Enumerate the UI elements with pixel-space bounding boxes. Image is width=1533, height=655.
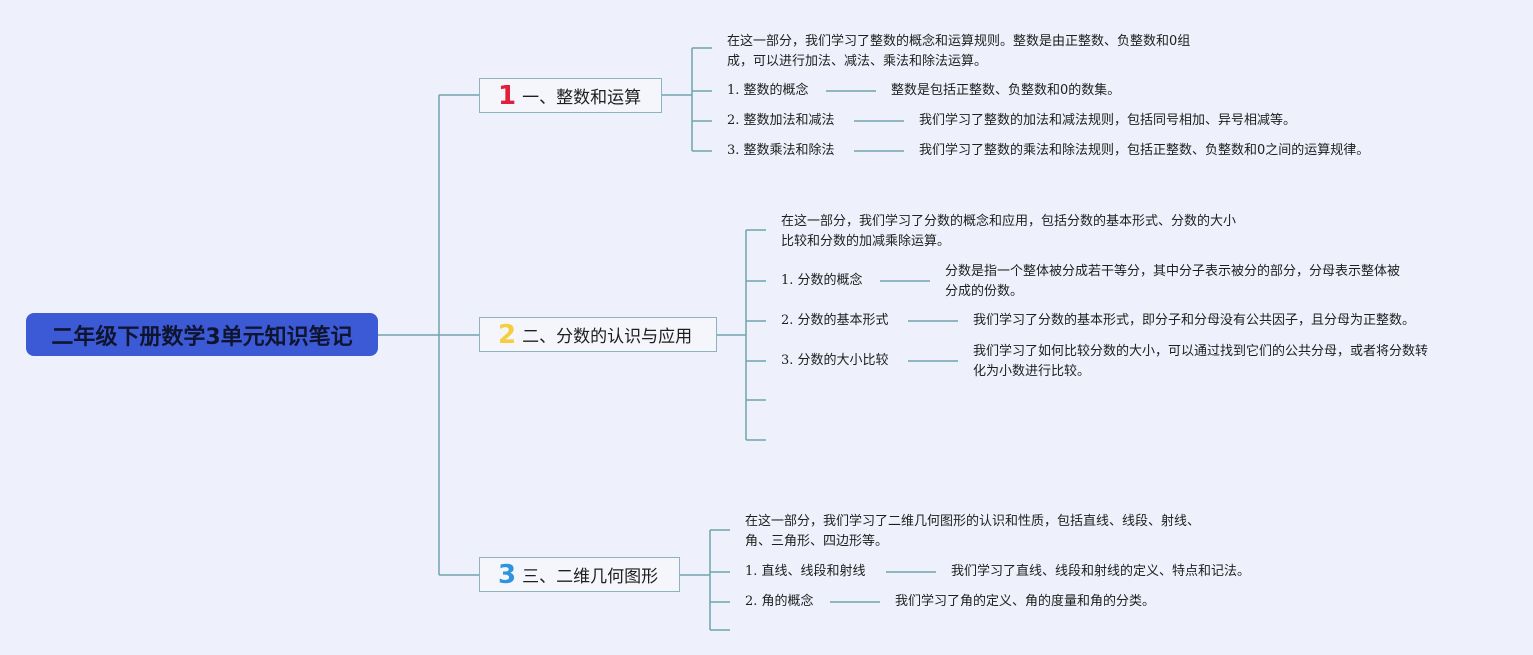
number-3-icon: 3 [498,559,517,590]
subtopic-label[interactable]: 1. 整数的概念 [727,83,809,98]
topic-title: 一、整数和运算 [522,88,642,108]
topic-fractions[interactable]: 2 二、分数的认识与应用 [479,317,717,352]
section-intro: 在这一部分，我们学习了二维几何图形的认识和性质，包括直线、线段、射线、 角、三角… [745,514,1201,549]
subtopic-desc: 我们学习了整数的乘法和除法规则，包括正整数、负整数和0之间的运算规律。 [919,143,1370,158]
number-2-icon: 2 [498,319,517,350]
subtopic-label[interactable]: 3. 分数的大小比较 [781,353,889,368]
subtopic-desc: 分数是指一个整体被分成若干等分，其中分子表示被分的部分，分母表示整体被 分成的份… [945,264,1401,299]
subtopic-label[interactable]: 1. 直线、线段和射线 [745,564,866,579]
subtopic-desc: 我们学习了角的定义、角的度量和角的分类。 [895,594,1156,609]
topic-geometry[interactable]: 3 三、二维几何图形 [479,557,680,592]
subtopic-desc: 我们学习了分数的基本形式，即分子和分母没有公共因子，且分母为正整数。 [973,313,1416,328]
subtopic-label[interactable]: 2. 分数的基本形式 [781,313,889,328]
root-title: 二年级下册数学3单元知识笔记 [51,324,353,350]
subtopic-label[interactable]: 1. 分数的概念 [781,273,863,288]
subtopic-label[interactable]: 2. 角的概念 [745,594,814,609]
subtopic-desc: 整数是包括正整数、负整数和0的数集。 [891,83,1121,98]
root-node[interactable]: 二年级下册数学3单元知识笔记 [26,313,378,356]
section-intro: 在这一部分，我们学习了整数的概念和运算规则。整数是由正整数、负整数和0组 成，可… [727,34,1191,69]
topic-integers[interactable]: 1 一、整数和运算 [479,78,662,113]
section-intro: 在这一部分，我们学习了分数的概念和应用，包括分数的基本形式、分数的大小 比较和分… [781,214,1237,249]
subtopic-label[interactable]: 2. 整数加法和减法 [727,113,835,128]
subtopic-label[interactable]: 3. 整数乘法和除法 [727,143,835,158]
subtopic-desc: 我们学习了整数的加法和减法规则，包括同号相加、异号相减等。 [919,113,1297,128]
topic-title: 二、分数的认识与应用 [522,327,693,347]
subtopic-desc: 我们学习了直线、线段和射线的定义、特点和记法。 [951,564,1251,579]
topic-title: 三、二维几何图形 [522,567,659,587]
subtopic-desc: 我们学习了如何比较分数的大小，可以通过找到它们的公共分母，或者将分数转 化为小数… [973,344,1429,379]
number-1-icon: 1 [498,80,517,111]
